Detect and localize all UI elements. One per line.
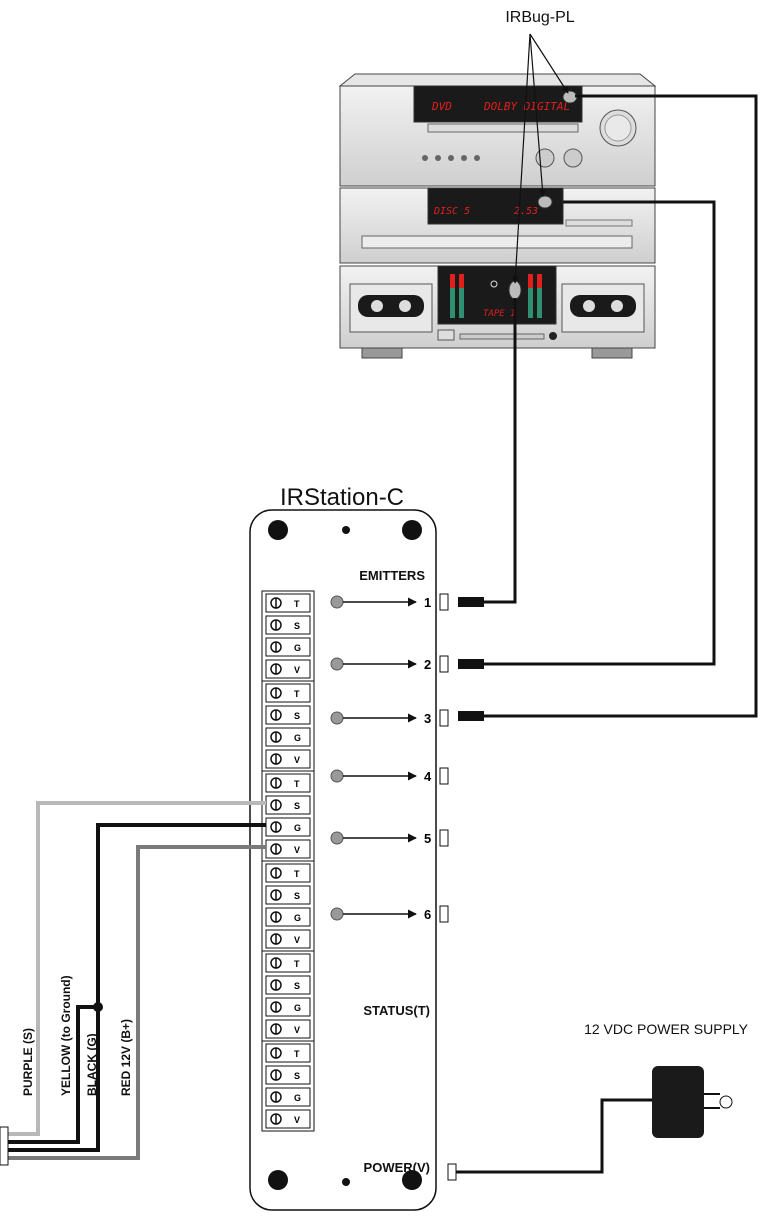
wire-label-purple: PURPLE (S) [21, 1028, 35, 1096]
terminal-pin-label: T [294, 1049, 300, 1059]
emitter-led-icon [330, 831, 344, 845]
terminal-pin-label: T [294, 869, 300, 879]
emitter-port-number: 4 [424, 769, 432, 784]
wire-purple [0, 801, 266, 1136]
terminal-pin-label: S [294, 801, 300, 811]
terminal-pin-label: S [294, 621, 300, 631]
irbug-pointers [511, 33, 569, 284]
cd-display-left: DISC 5 [433, 206, 470, 217]
emitter-plugs [458, 597, 484, 721]
emitter-led-icon [330, 907, 344, 921]
terminal-pin-label: S [294, 981, 300, 991]
terminal-strip: T S G V T S G V T S G V T S G V T S G V T S G V [261, 590, 315, 1132]
receiver-display [413, 85, 583, 123]
wire-connector [0, 1126, 9, 1166]
cable-to-port-1 [482, 298, 517, 604]
cable-to-port-2 [482, 200, 716, 666]
foot-left [361, 347, 403, 359]
emitters-heading: EMITTERS [359, 568, 425, 583]
emitter-jack [439, 829, 449, 847]
terminal-pin-label: T [294, 689, 300, 699]
emitter-led-icon [330, 711, 344, 725]
power-wires [0, 801, 266, 1160]
terminal-pin-label: T [294, 599, 300, 609]
av-receiver: DVD DOLBY DIGITAL [338, 73, 657, 187]
emitter-led-icon [330, 769, 344, 783]
terminal-pin-label: V [294, 845, 300, 855]
terminal-pin-label: T [294, 959, 300, 969]
foot-right [591, 347, 633, 359]
terminal-pin-label: G [294, 913, 301, 923]
tape-display-text: TAPE 1 [483, 309, 516, 319]
terminal-pin-label: V [294, 1025, 300, 1035]
terminal-pin-label: G [294, 643, 301, 653]
emitter-port-number: 3 [424, 711, 431, 726]
emitter-cables [482, 94, 758, 718]
irstation-title: IRStation-C [280, 484, 404, 511]
emitter-led-icon [330, 595, 344, 609]
power-adapter [652, 1066, 733, 1138]
wire-red [0, 845, 266, 1160]
wire-label-red: RED 12V (B+) [119, 1019, 133, 1096]
tape-deck: TAPE 1 [339, 265, 656, 359]
terminal-pin-label: V [294, 665, 300, 675]
emitter-ports: 1 2 3 4 5 6 [330, 593, 449, 923]
terminal-pin-label: G [294, 1093, 301, 1103]
cable-to-port-3 [482, 94, 758, 718]
emitter-port-number: 5 [424, 831, 431, 846]
receiver-display-left: DVD [431, 100, 452, 113]
terminal-pin-label: S [294, 1071, 300, 1081]
cd-player: DISC 5 2.53 [339, 187, 656, 264]
irbug-emitter-2 [537, 195, 553, 209]
emitter-jack [439, 709, 449, 727]
terminal-pin-label: S [294, 891, 300, 901]
terminal-pin-label: V [294, 755, 300, 765]
receiver-display-right: DOLBY DIGITAL [483, 100, 570, 113]
status-label: STATUS(T) [363, 1003, 430, 1018]
emitter-jack [439, 767, 449, 785]
tape-display [437, 265, 557, 325]
emitter-led-icon [330, 657, 344, 671]
emitter-port-number: 1 [424, 595, 431, 610]
irbug-emitter-3 [508, 280, 522, 300]
power-supply-label: 12 VDC POWER SUPPLY [584, 1021, 749, 1037]
emitter-port-number: 6 [424, 907, 431, 922]
wire-yellow [0, 1005, 98, 1144]
stereo-stack: DVD DOLBY DIGITAL DISC 5 2.53 [338, 73, 657, 359]
wire-label-yellow: YELLOW (to Ground) [59, 975, 73, 1096]
emitter-jack [439, 593, 449, 611]
emitter-jack [439, 905, 449, 923]
emitter-jack [439, 655, 449, 673]
emitter-port-number: 2 [424, 657, 431, 672]
terminal-pin-label: V [294, 935, 300, 945]
power-jack [447, 1163, 457, 1181]
irbug-emitter-1 [562, 90, 578, 104]
terminal-pin-label: T [294, 779, 300, 789]
power-cable [456, 1098, 652, 1174]
terminal-pin-label: G [294, 823, 301, 833]
terminal-pin-label: G [294, 1003, 301, 1013]
ground-junction [93, 1002, 103, 1012]
wire-label-black: BLACK (G) [85, 1033, 99, 1096]
disc-tray [361, 235, 633, 249]
wire-black [0, 823, 266, 1152]
terminal-pin-label: G [294, 733, 301, 743]
terminal-pin-label: V [294, 1115, 300, 1125]
terminal-pin-label: S [294, 711, 300, 721]
power-label: POWER(V) [364, 1160, 430, 1175]
irbug-label: IRBug-PL [505, 9, 574, 26]
cd-display-right: 2.53 [514, 206, 538, 217]
